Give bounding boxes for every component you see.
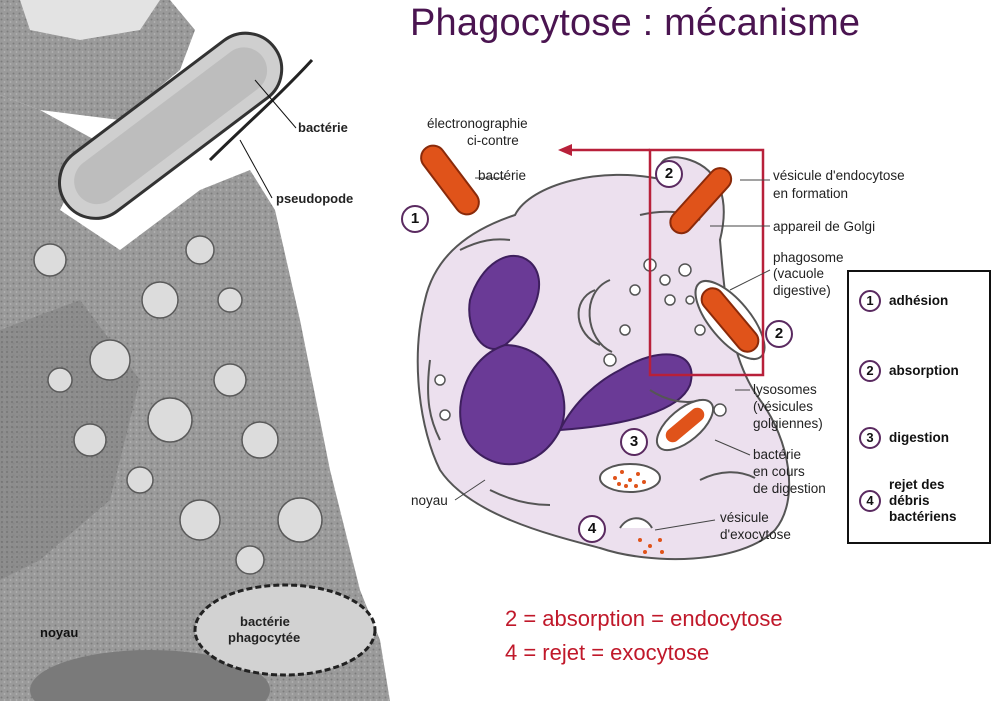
legend-text-4-line1: rejet des — [889, 477, 945, 492]
legend-item-absorption: 2 absorption — [859, 360, 959, 382]
legend-box: 1 adhésion 2 absorption 3 digestion 4 re… — [847, 270, 991, 544]
note-exocytose: 4 = rejet = exocytose — [505, 640, 710, 665]
legend-text-3: digestion — [889, 430, 949, 445]
label-golgi: appareil de Golgi — [773, 219, 876, 234]
label-electronographie: électronographie — [427, 116, 528, 131]
label-lysosomes: lysosomes — [753, 382, 817, 397]
step-2-marker-top: 2 — [655, 160, 683, 188]
step-4-marker: 4 — [578, 515, 606, 543]
step-3-marker: 3 — [620, 428, 648, 456]
legend-text-4-line2: débris — [889, 493, 930, 508]
legend-text-2: absorption — [889, 363, 959, 378]
micrograph-label-bacterie-phagocytee: bactérie — [240, 614, 290, 629]
micrograph-label-phagocytee: phagocytée — [228, 630, 301, 645]
legend-text-4-line3: bactériens — [889, 509, 957, 524]
label-en-cours: en cours — [753, 464, 805, 479]
label-vesicule-endocytose: vésicule d'endocytose — [773, 168, 905, 183]
label-vacuole: (vacuole — [773, 266, 825, 281]
legend-number-4: 4 — [859, 490, 881, 512]
label-digestive: digestive) — [773, 283, 831, 298]
legend-number-2: 2 — [859, 360, 881, 382]
label-noyau: noyau — [411, 493, 448, 508]
page-title: Phagocytose : mécanisme — [410, 2, 861, 44]
legend-number-3: 3 — [859, 427, 881, 449]
legend-item-adhesion: 1 adhésion — [859, 290, 948, 312]
label-bacterie: bactérie — [478, 168, 527, 183]
label-bacterie-digestion: bactérie — [753, 447, 802, 462]
micrograph-label-noyau: noyau — [40, 625, 79, 640]
legend-text-4: rejet des débris bactériens — [889, 477, 957, 525]
legend-item-digestion: 3 digestion — [859, 427, 949, 449]
label-de-digestion: de digestion — [753, 481, 826, 496]
note-endocytose: 2 = absorption = endocytose — [505, 606, 783, 631]
step-2-marker-side: 2 — [765, 320, 793, 348]
label-exocytose: d'exocytose — [720, 527, 791, 542]
step-1-marker: 1 — [401, 205, 429, 233]
label-ci-contre: ci-contre — [467, 133, 519, 148]
label-en-formation: en formation — [773, 186, 849, 201]
label-vesicules: (vésicules — [753, 399, 814, 414]
micrograph-label-pseudopode: pseudopode — [276, 191, 354, 206]
micrograph-label-bacterie: bactérie — [298, 120, 348, 135]
legend-item-rejet: 4 rejet des débris bactériens — [859, 477, 957, 525]
label-golgiennes: golgiennes) — [753, 416, 823, 431]
electron-micrograph — [0, 0, 400, 701]
cell-diagram — [416, 144, 791, 561]
label-vesicule: vésicule — [720, 510, 769, 525]
legend-text-1: adhésion — [889, 293, 949, 308]
label-phagosome: phagosome — [773, 250, 844, 265]
legend-number-1: 1 — [859, 290, 881, 312]
